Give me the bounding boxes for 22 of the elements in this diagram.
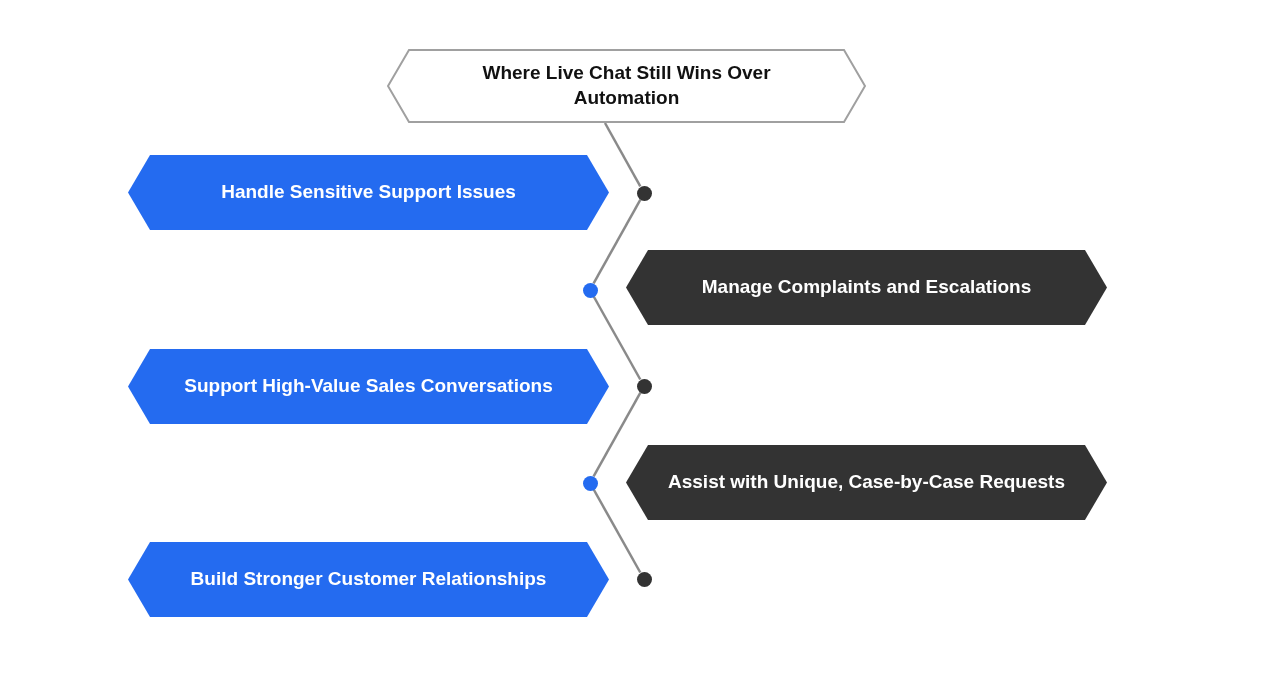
step-text: Manage Complaints and Escalations: [701, 275, 1032, 300]
step-banner: [128, 349, 609, 424]
step-text: Build Stronger Customer Relationships: [190, 567, 547, 592]
connector-line: [592, 199, 642, 284]
step-text: Handle Sensitive Support Issues: [221, 180, 516, 205]
step-banner: [128, 542, 609, 617]
step-banner: [626, 250, 1107, 325]
step-text: Assist with Unique, Case-by-Case Requests: [668, 470, 1065, 495]
step-banner: [128, 155, 609, 230]
timeline-dot: [582, 282, 598, 298]
title-banner: [387, 49, 866, 123]
title-text: Where Live Chat Still Wins Over Automation: [481, 61, 772, 110]
timeline-dot: [636, 571, 652, 587]
timeline-dot: [636, 378, 652, 394]
timeline-dot: [636, 185, 652, 201]
connector-line: [592, 488, 642, 574]
timeline-dot: [582, 475, 598, 491]
connector-line: [603, 122, 642, 187]
step-banner: [626, 445, 1107, 520]
connector-line: [592, 392, 642, 477]
step-text: Support High-Value Sales Conversations: [184, 374, 553, 399]
connector-line: [592, 295, 642, 381]
